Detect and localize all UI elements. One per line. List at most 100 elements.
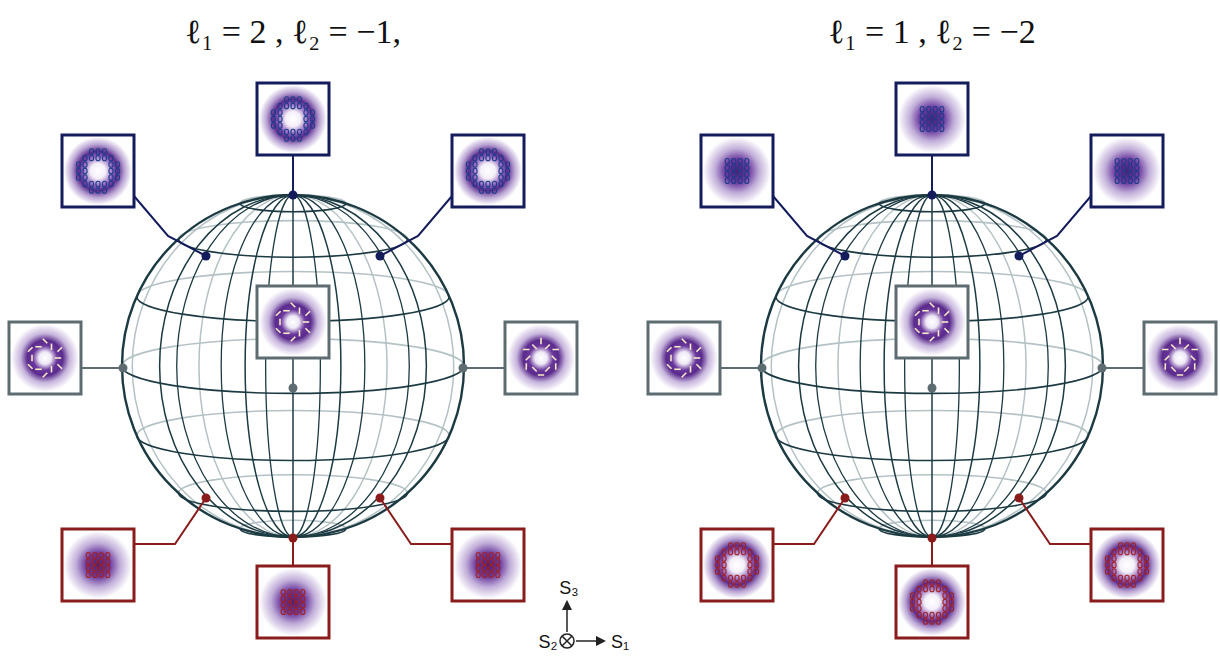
polarization-ellipse [725,171,729,177]
polarization-ellipse [476,559,480,565]
polarization-ellipse [949,606,953,612]
polarization-ellipse [1125,549,1129,555]
inset-frame [452,529,524,601]
polarization-ellipse [486,155,490,161]
polarization-ellipse [492,149,496,155]
polarization-ellipse [304,110,308,116]
polarization-line [915,311,920,316]
polarization-ellipse [301,596,305,602]
polarization-ellipse [499,168,503,174]
polarization-line [670,355,672,361]
polarization-ellipse [304,116,308,122]
polarization-line [57,347,62,352]
inset-frame [1144,322,1216,394]
polarization-ellipse [304,123,308,129]
polarization-ellipse [76,168,80,174]
polarization-ellipse [89,181,93,187]
meridian [816,195,1049,537]
polarization-ellipse [927,119,931,125]
polarization-ellipse [284,103,288,109]
polarization-ellipse [917,606,921,612]
beam-inset [62,529,134,601]
polarization-ellipse [476,565,480,571]
polarization-line [545,345,550,349]
polarization-line [35,368,41,370]
polarization-ellipse [917,586,921,592]
polarization-ellipse [291,136,295,142]
polarization-line [526,356,531,360]
polarization-ellipse [940,119,944,125]
polarization-ellipse [741,575,745,581]
polarization-ellipse [722,569,726,575]
intensity-profile [64,137,132,205]
inset-frame [62,529,134,601]
polarization-ellipse [1128,158,1132,164]
beam-inset [896,83,968,155]
inset-frame [257,286,329,358]
polarization-ellipse [89,188,93,194]
panel-heading: ℓ₁ = 2 , ℓ₂ = −1, [185,13,401,51]
polarization-ellipse [109,162,113,168]
polarization-ellipse [923,580,927,586]
axis-arrow [566,602,568,632]
polarization-line [540,338,542,344]
polarization-ellipse [288,602,292,608]
polarization-ellipse [923,586,927,592]
polarization-ellipse [76,162,80,168]
polarization-line [545,367,550,371]
polarization-ellipse [492,155,496,161]
polarization-ellipse [910,606,914,612]
beam-inset [9,322,81,394]
polarization-ellipse [1112,569,1116,575]
polarization-ellipse [933,126,937,132]
polarization-line [694,357,700,359]
intensity-profile [650,324,718,392]
polarization-line [28,364,33,369]
beam-inset [62,135,134,207]
polarization-ellipse [473,162,477,168]
polarization-ellipse [920,119,924,125]
meridian [931,195,933,537]
polarization-ellipse [86,559,90,565]
polarization-ellipse [910,599,914,605]
leader-line [773,498,845,544]
polarization-ellipse [732,165,736,171]
polarization-ellipse [106,559,110,565]
polarization-ellipse [728,582,732,588]
polarization-ellipse [294,589,298,595]
polarization-ellipse [96,155,100,161]
polarization-ellipse [728,543,732,549]
polarization-ellipse [917,612,921,618]
polarization-ellipse [106,572,110,578]
polarization-ellipse [466,175,470,181]
polarization-line [279,319,281,325]
polarization-ellipse [725,158,729,164]
inset-frame [648,322,720,394]
polarization-ellipse [93,552,97,558]
latitude-front [137,436,449,461]
polarization-line [922,310,928,312]
polarization-ellipse [297,97,301,103]
polarization-line [305,311,310,316]
polarization-ellipse [271,116,275,122]
leader-line [1102,367,1144,369]
meridian [292,195,294,537]
polarization-ellipse [301,589,305,595]
polarization-ellipse [271,110,275,116]
polarization-ellipse [1112,575,1116,581]
beam-inset [1091,135,1163,207]
intensity-profile [898,288,966,356]
latitude-front [818,493,1047,511]
polarization-ellipse [466,162,470,168]
polarization-ellipse [284,97,288,103]
polarization-ellipse [86,572,90,578]
polarization-ellipse [473,181,477,187]
polarization-ellipse [943,586,947,592]
polarization-ellipse [496,552,500,558]
polarization-ellipse [940,126,944,132]
polarization-ellipse [99,552,103,558]
state-dot [459,364,468,373]
polarization-ellipse [489,552,493,558]
polarization-line [938,308,940,314]
leader-line [773,196,845,256]
